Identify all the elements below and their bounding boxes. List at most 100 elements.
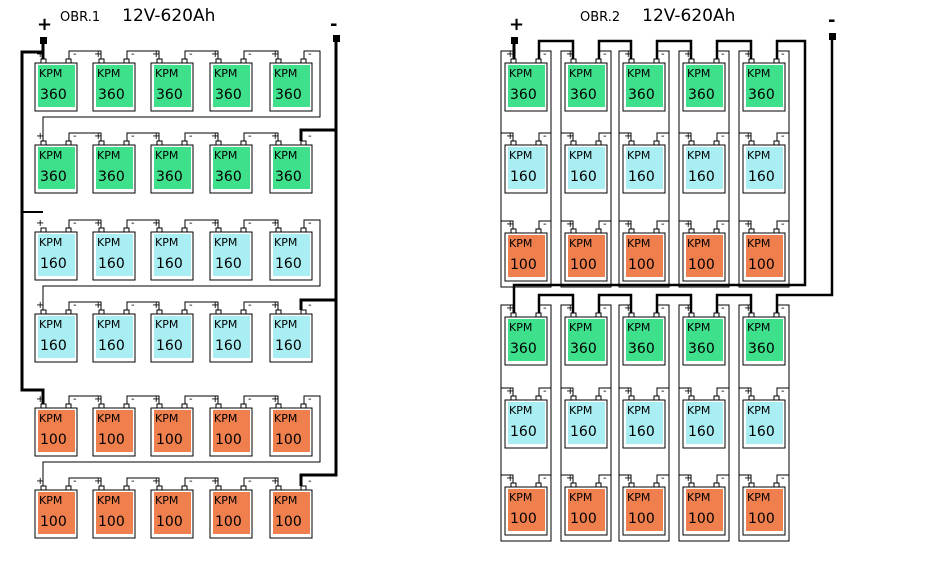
negative-terminal [240, 403, 247, 409]
battery-brand: KPM [627, 237, 650, 250]
wire [678, 50, 692, 221]
battery-fill [154, 234, 191, 276]
wire [679, 220, 692, 229]
plus-sign: + [271, 300, 279, 311]
positive-terminal [215, 227, 222, 233]
battery-capacity: 100 [215, 514, 242, 530]
battery-fill [96, 234, 133, 276]
battery-fill [568, 235, 605, 277]
diagram-2-minus-label: - [828, 10, 836, 31]
battery-capacity: 160 [688, 169, 715, 185]
wire [126, 395, 160, 404]
plus-sign: + [211, 476, 219, 487]
wire [42, 219, 321, 310]
minus-sign: - [603, 49, 607, 60]
positive-terminal [98, 403, 105, 409]
battery-capacity: 160 [748, 169, 775, 185]
series-link [597, 293, 633, 313]
wire [561, 387, 574, 396]
battery-capacity: 360 [275, 169, 302, 185]
wire [126, 132, 160, 141]
battery-capacity: 360 [40, 169, 67, 185]
battery-capacity: 100 [688, 257, 715, 273]
plus-sign: + [744, 386, 752, 397]
minus-sign: - [721, 219, 725, 230]
battery-brand: KPM [687, 237, 710, 250]
wire [739, 220, 752, 229]
plus-sign: + [684, 49, 692, 60]
wire [560, 50, 574, 221]
wire [500, 475, 552, 542]
positive-terminal [98, 485, 105, 491]
negative-terminal [300, 403, 307, 409]
minus-sign: - [248, 218, 252, 229]
battery-brand: KPM [687, 491, 710, 504]
series-link [715, 293, 753, 313]
positive-terminal [215, 58, 222, 64]
negative-terminal [65, 140, 72, 146]
battery-brand: KPM [569, 491, 592, 504]
plus-sign: + [36, 394, 44, 405]
negative-terminal [240, 227, 247, 233]
negative-terminal [181, 58, 188, 64]
negative-terminal [535, 228, 542, 234]
minus-sign: - [781, 131, 785, 142]
positive-terminal [98, 58, 105, 64]
battery-fill [746, 147, 783, 189]
wire [538, 220, 551, 229]
battery-fill [96, 410, 133, 452]
negative-terminal [595, 395, 602, 401]
battery-brand: KPM [155, 149, 178, 162]
minus-sign: - [308, 476, 312, 487]
battery-brand: KPM [569, 321, 592, 334]
positive-terminal [275, 58, 282, 64]
battery-brand: KPM [214, 412, 237, 425]
battery-fill [746, 319, 783, 361]
battery-brand: KPM [155, 412, 178, 425]
battery-capacity: 100 [98, 432, 125, 448]
wire [618, 50, 632, 221]
battery-brand: KPM [214, 67, 237, 80]
positive-main-terminal [40, 37, 47, 44]
wire [126, 477, 160, 486]
wire [738, 304, 752, 475]
minus-sign: - [721, 49, 725, 60]
battery-capacity: 100 [628, 511, 655, 527]
battery-capacity: 100 [510, 257, 537, 273]
minus-sign: - [543, 386, 547, 397]
battery-fill [154, 492, 191, 534]
battery-capacity: 100 [275, 514, 302, 530]
wire [560, 304, 574, 475]
wire [501, 387, 514, 396]
negative-terminal [535, 58, 542, 64]
negative-terminal [773, 228, 780, 234]
battery-fill [686, 65, 723, 107]
plus-sign: + [684, 131, 692, 142]
negative-terminal [181, 403, 188, 409]
plus-sign: + [744, 473, 752, 484]
minus-sign: - [248, 131, 252, 142]
battery-fill [38, 316, 75, 358]
minus-sign: - [131, 131, 135, 142]
plus-sign: + [506, 303, 514, 314]
negative-terminal [713, 395, 720, 401]
battery-capacity: 100 [215, 432, 242, 448]
minus-sign: - [603, 219, 607, 230]
wire [776, 132, 789, 141]
battery-fill [568, 319, 605, 361]
battery-capacity: 360 [215, 87, 242, 103]
battery-fill [686, 147, 723, 189]
battery-capacity: 160 [628, 424, 655, 440]
negative-terminal [65, 403, 72, 409]
battery-brand: KPM [509, 237, 532, 250]
minus-sign: - [721, 386, 725, 397]
plus-sign: + [211, 218, 219, 229]
wire [776, 474, 789, 483]
battery-fill [626, 319, 663, 361]
plus-sign: + [152, 131, 160, 142]
minus-sign: - [189, 49, 193, 60]
battery-brand: KPM [39, 236, 62, 249]
battery-capacity: 160 [156, 338, 183, 354]
negative-terminal [181, 309, 188, 315]
battery-fill [38, 492, 75, 534]
